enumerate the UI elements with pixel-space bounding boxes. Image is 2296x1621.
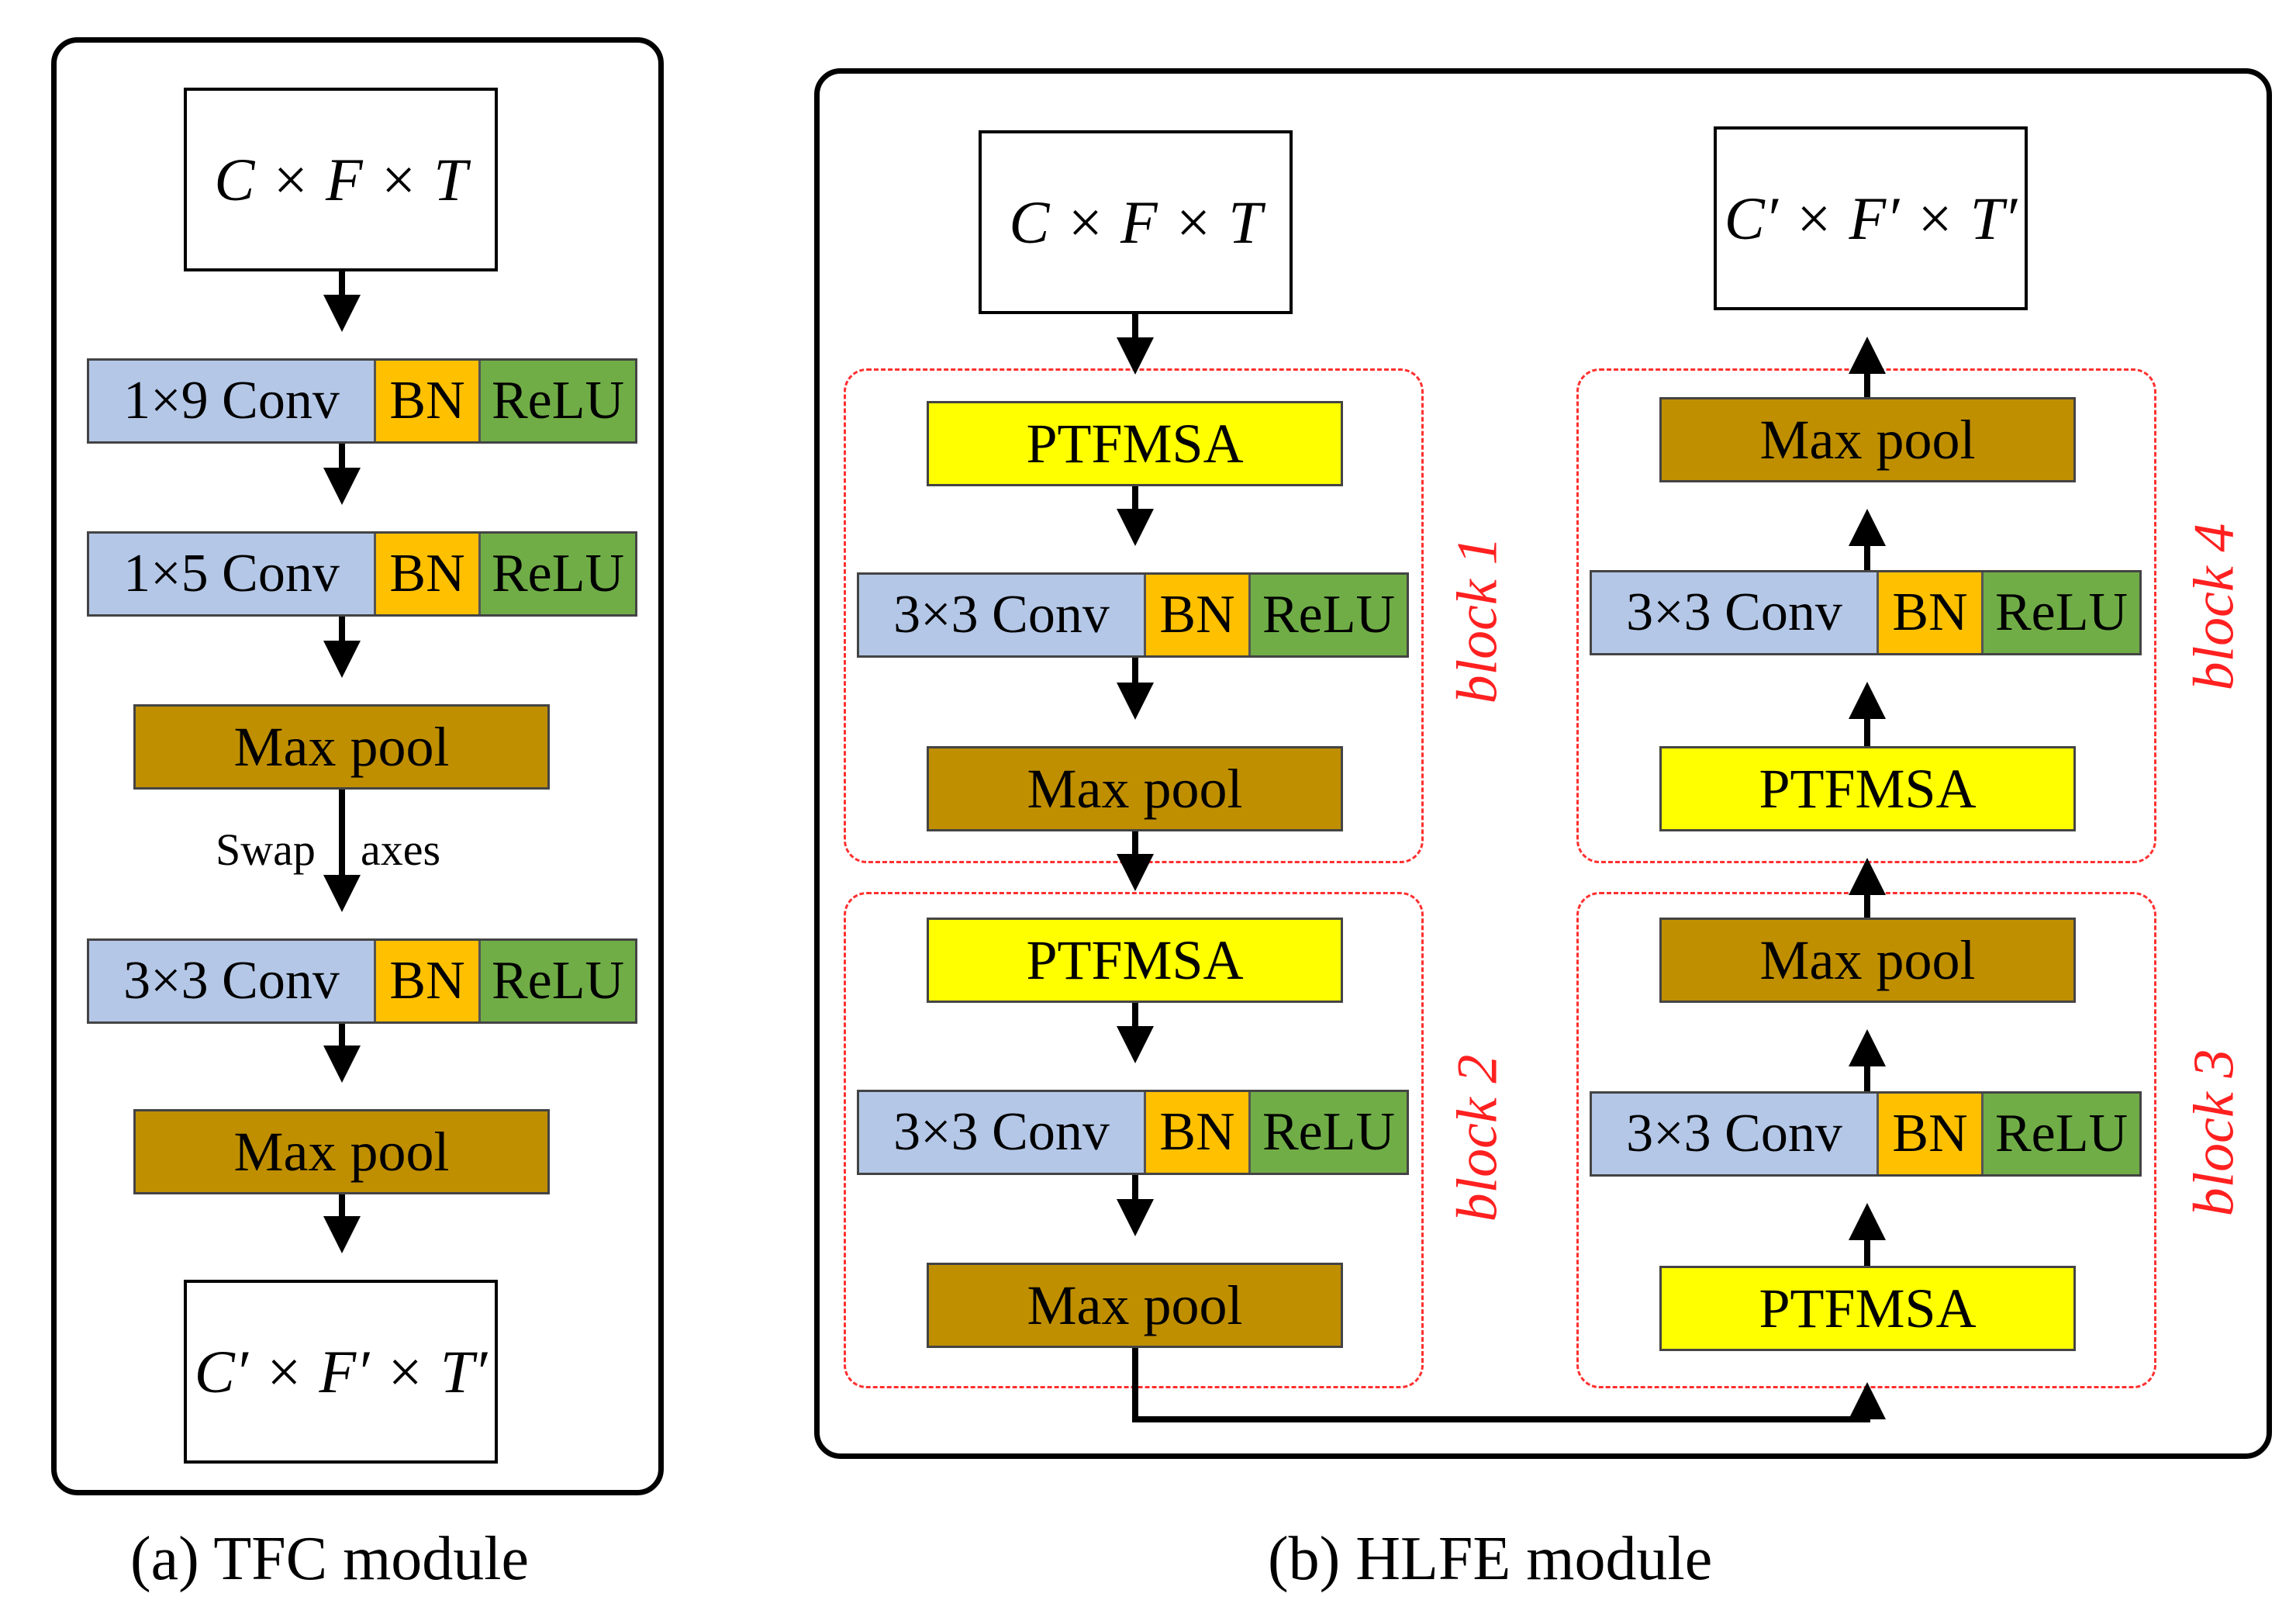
- hlfe-panel: [814, 68, 2272, 1459]
- tfc-swap-label: Swap: [216, 824, 316, 875]
- block-4-maxpool: Max pool: [1659, 397, 2076, 482]
- hlfe-input-box: C × F × T: [979, 130, 1293, 314]
- block-3-conv: 3×3 Conv: [1592, 1094, 1879, 1174]
- block-2-conv: 3×3 Conv: [859, 1092, 1146, 1173]
- block-1-maxpool: Max pool: [927, 746, 1343, 831]
- block-4-conv-row: 3×3 Conv BN ReLU: [1590, 570, 2142, 655]
- block-2-conv-row: 3×3 Conv BN ReLU: [857, 1090, 1409, 1175]
- block-4-bn: BN: [1879, 572, 1984, 653]
- block-1-relu: ReLU: [1251, 575, 1407, 655]
- block-3-conv-row: 3×3 Conv BN ReLU: [1590, 1091, 2142, 1177]
- tfc-conv1-conv: 1×9 Conv: [89, 361, 376, 441]
- tfc-caption: (a) TFC module: [130, 1525, 530, 1593]
- tfc-output-box: C′ × F′ × T′: [184, 1280, 498, 1464]
- block-3-relu: ReLU: [1984, 1094, 2139, 1174]
- tfc-conv2-conv: 1×5 Conv: [89, 534, 376, 614]
- block-2-maxpool: Max pool: [927, 1263, 1343, 1348]
- block-3-maxpool: Max pool: [1659, 918, 2076, 1003]
- block-4-conv: 3×3 Conv: [1592, 572, 1879, 653]
- tfc-conv2-bn: BN: [376, 534, 481, 614]
- tfc-conv1-bn: BN: [376, 361, 481, 441]
- tfc-maxpool-2: Max pool: [133, 1109, 550, 1194]
- block-1-bn: BN: [1146, 575, 1251, 655]
- block-1-conv-row: 3×3 Conv BN ReLU: [857, 572, 1409, 658]
- block-2-relu: ReLU: [1251, 1092, 1407, 1173]
- tfc-input-box: C × F × T: [184, 88, 498, 271]
- tfc-conv1-row: 1×9 Conv BN ReLU: [87, 358, 637, 444]
- arrow-hlfe-connector: [1132, 1348, 1886, 1422]
- block-1-ptfmsa: PTFMSA: [927, 401, 1343, 486]
- block-3-ptfmsa: PTFMSA: [1659, 1266, 2076, 1351]
- block-4-ptfmsa: PTFMSA: [1659, 746, 2076, 831]
- tfc-conv2-row: 1×5 Conv BN ReLU: [87, 531, 637, 617]
- block-2-ptfmsa: PTFMSA: [927, 918, 1343, 1003]
- tfc-panel: [51, 37, 664, 1495]
- tfc-conv2-relu: ReLU: [481, 534, 635, 614]
- tfc-conv3-row: 3×3 Conv BN ReLU: [87, 938, 637, 1024]
- tfc-maxpool-1: Max pool: [133, 704, 550, 790]
- tfc-conv3-bn: BN: [376, 941, 481, 1021]
- tfc-conv3-relu: ReLU: [481, 941, 635, 1021]
- tfc-axes-label: axes: [361, 824, 441, 875]
- block-1-conv: 3×3 Conv: [859, 575, 1146, 655]
- tfc-conv3-conv: 3×3 Conv: [89, 941, 376, 1021]
- hlfe-caption: (b) HLFE module: [1268, 1525, 1713, 1593]
- tfc-conv1-relu: ReLU: [481, 361, 635, 441]
- block-3-bn: BN: [1879, 1094, 1984, 1174]
- block-2-bn: BN: [1146, 1092, 1251, 1173]
- hlfe-output-box: C′ × F′ × T′: [1714, 126, 2028, 310]
- block-4-relu: ReLU: [1984, 572, 2139, 653]
